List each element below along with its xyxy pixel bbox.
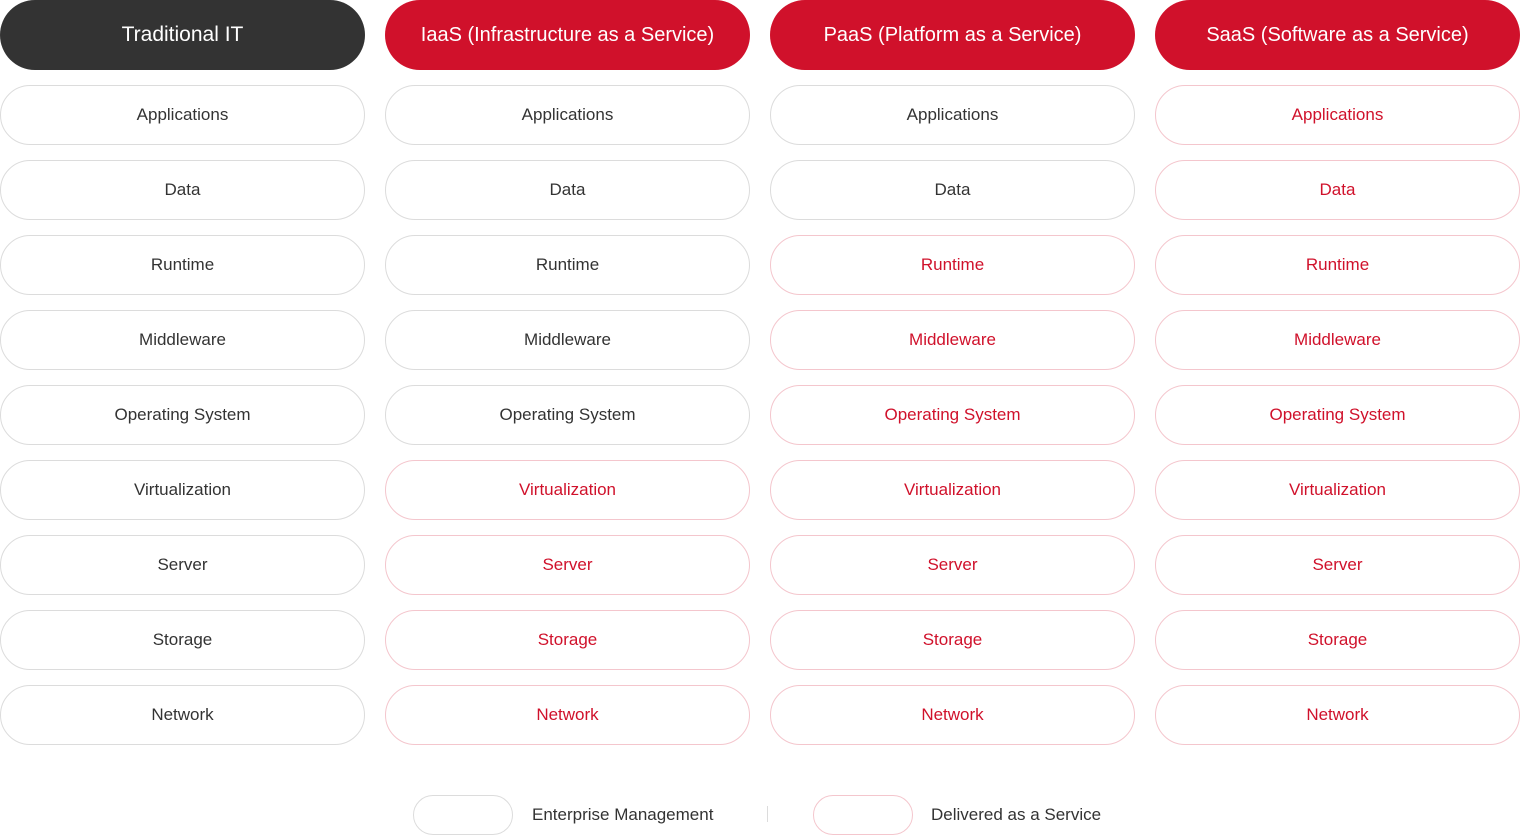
layer-cell-middleware: Middleware [0, 310, 365, 370]
column-header-paas: PaaS (Platform as a Service) [770, 0, 1135, 70]
layer-cell-applications: Applications [0, 85, 365, 145]
legend-swatch-managed [413, 795, 513, 835]
layer-cell-runtime: Runtime [770, 235, 1135, 295]
layer-cell-applications: Applications [385, 85, 750, 145]
layer-cell-runtime: Runtime [0, 235, 365, 295]
layer-cell-operating-system: Operating System [770, 385, 1135, 445]
layer-cell-server: Server [770, 535, 1135, 595]
layer-cell-operating-system: Operating System [0, 385, 365, 445]
layer-cell-virtualization: Virtualization [770, 460, 1135, 520]
layer-cell-network: Network [1155, 685, 1520, 745]
layer-cell-network: Network [770, 685, 1135, 745]
layer-cell-middleware: Middleware [385, 310, 750, 370]
layer-cell-storage: Storage [1155, 610, 1520, 670]
legend-label-service: Delivered as a Service [931, 805, 1102, 824]
layer-cell-virtualization: Virtualization [385, 460, 750, 520]
column-header-saas: SaaS (Software as a Service) [1155, 0, 1520, 70]
layer-cell-runtime: Runtime [1155, 235, 1520, 295]
column-header-traditional-it: Traditional IT [0, 0, 365, 70]
layer-cell-operating-system: Operating System [1155, 385, 1520, 445]
layer-cell-storage: Storage [385, 610, 750, 670]
legend-label-managed: Enterprise Management [532, 805, 714, 824]
layer-cell-server: Server [385, 535, 750, 595]
layer-cell-server: Server [0, 535, 365, 595]
layer-cell-virtualization: Virtualization [1155, 460, 1520, 520]
legend-swatch-service [813, 795, 913, 835]
layer-cell-network: Network [385, 685, 750, 745]
layer-cell-data: Data [0, 160, 365, 220]
layer-cell-storage: Storage [0, 610, 365, 670]
layer-cell-applications: Applications [1155, 85, 1520, 145]
layer-cell-applications: Applications [770, 85, 1135, 145]
legend-divider [767, 806, 768, 822]
layer-cell-storage: Storage [770, 610, 1135, 670]
column-header-iaas: IaaS (Infrastructure as a Service) [385, 0, 750, 70]
layer-cell-operating-system: Operating System [385, 385, 750, 445]
layer-cell-virtualization: Virtualization [0, 460, 365, 520]
layer-cell-data: Data [1155, 160, 1520, 220]
legend: Enterprise Management Delivered as a Ser… [0, 795, 1520, 835]
layer-cell-data: Data [385, 160, 750, 220]
layer-cell-network: Network [0, 685, 365, 745]
layer-cell-server: Server [1155, 535, 1520, 595]
layer-cell-middleware: Middleware [1155, 310, 1520, 370]
layer-cell-middleware: Middleware [770, 310, 1135, 370]
layer-cell-runtime: Runtime [385, 235, 750, 295]
layer-cell-data: Data [770, 160, 1135, 220]
